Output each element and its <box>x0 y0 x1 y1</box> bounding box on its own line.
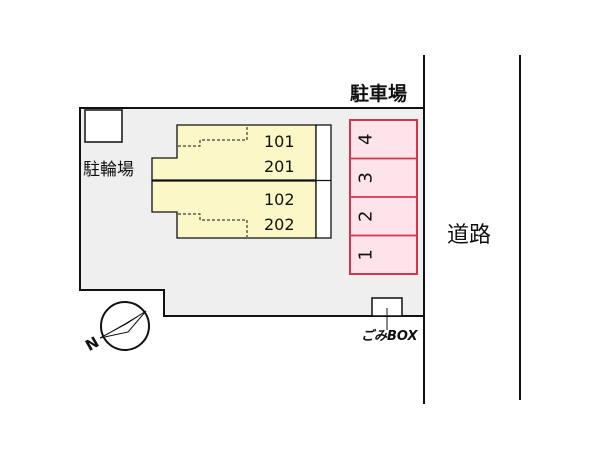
parking-space-number: 2 <box>356 211 377 222</box>
unit-202-label: 202 <box>264 215 295 234</box>
unit-201-label: 201 <box>264 157 295 176</box>
unit-101-label: 101 <box>264 132 295 151</box>
parking-space-number: 1 <box>356 249 377 260</box>
stair-line-upper <box>178 125 248 147</box>
north-label: N <box>82 333 102 355</box>
stair-line-lower <box>178 213 248 237</box>
road-label: 道路 <box>447 223 491 248</box>
bicycle-parking-box <box>84 109 123 143</box>
garbage-box-label: ごみBOX <box>361 328 418 344</box>
building: 101 201 102 202 <box>151 124 332 239</box>
parking-space-number: 4 <box>356 134 377 145</box>
parking-space <box>349 234 418 275</box>
parking-label: 駐車場 <box>350 82 407 105</box>
parking-spaces: 4 3 2 1 <box>349 119 418 275</box>
parking-space-number: 3 <box>356 172 377 183</box>
compass-icon: N <box>82 301 150 355</box>
building-balcony <box>315 124 332 239</box>
unit-102-label: 102 <box>264 190 295 209</box>
bicycle-parking-label: 駐輪場 <box>83 160 134 180</box>
